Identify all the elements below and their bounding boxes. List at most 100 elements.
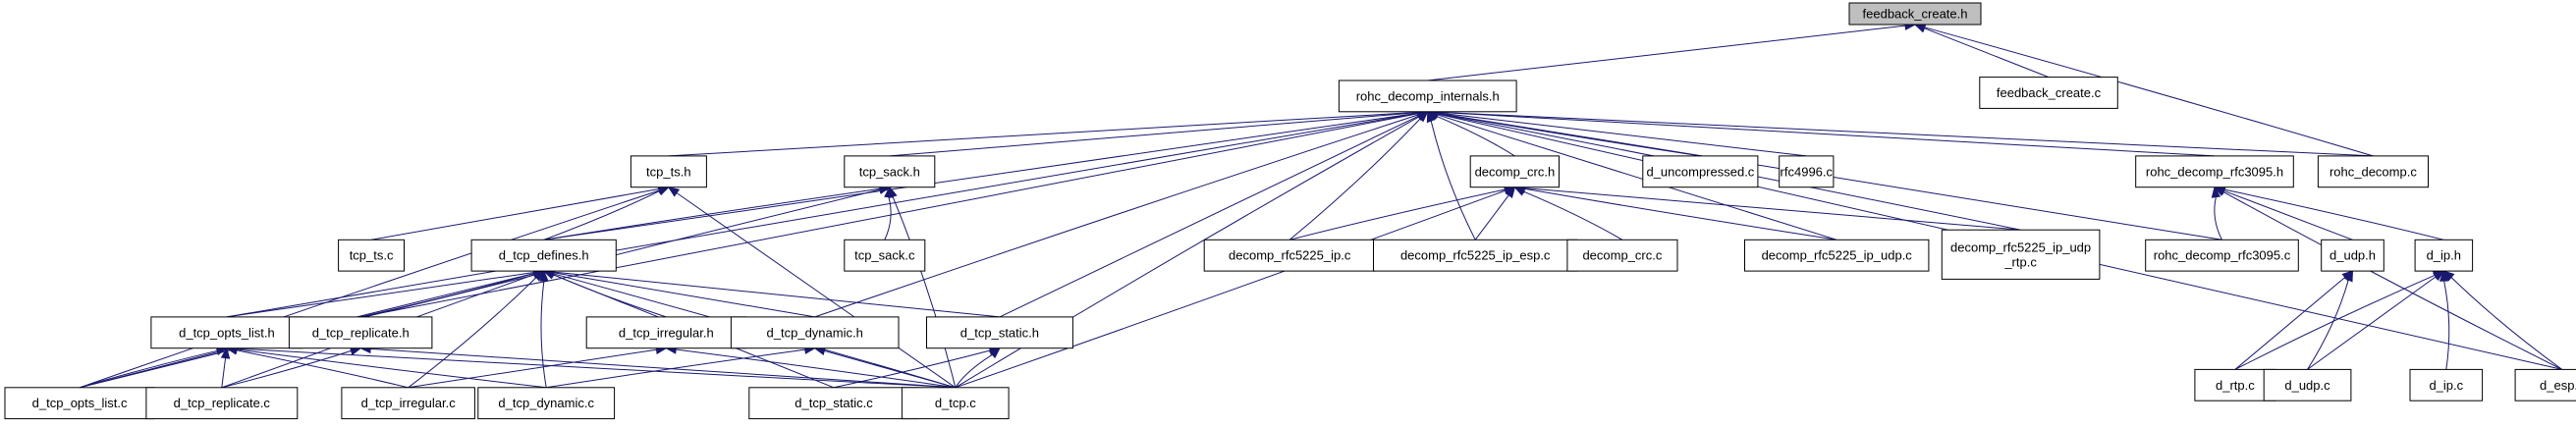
- node-box[interactable]: [341, 387, 475, 420]
- node-decomp-rfc5225-ip-udp-rtp-c[interactable]: decomp_rfc5225_ip_udp_rtp.c: [1941, 229, 2101, 280]
- edge-d_tcp_static_h-to-rohc_decomp_internals_h: [999, 115, 1419, 318]
- node-box[interactable]: [630, 155, 707, 188]
- edge-d_tcp_static_h-to-d_tcp_defines_h: [553, 271, 1000, 318]
- arrowhead-icon: [2433, 270, 2445, 282]
- node-box[interactable]: [2514, 368, 2576, 401]
- node-box[interactable]: [1744, 239, 1930, 272]
- node-rfc4996-c[interactable]: rfc4996.c: [1779, 155, 1835, 188]
- node-box[interactable]: [844, 239, 926, 272]
- node-rohc-decomp-rfc3095-h[interactable]: rohc_decomp_rfc3095.h: [2135, 155, 2294, 188]
- node-decomp-crc-h[interactable]: decomp_crc.h: [1469, 155, 1560, 188]
- node-box[interactable]: [2194, 368, 2276, 401]
- node-box[interactable]: [1566, 239, 1678, 272]
- node-box[interactable]: [338, 239, 406, 272]
- node-label: d_tcp_dynamic.c: [498, 396, 594, 410]
- node-box[interactable]: [2321, 239, 2384, 272]
- edge-decomp_crc_c-to-decomp_crc_h: [1523, 190, 1623, 240]
- node-box[interactable]: [1979, 77, 2118, 109]
- node-box[interactable]: [730, 316, 900, 349]
- node-box[interactable]: [1373, 239, 1578, 272]
- node-box[interactable]: [1779, 155, 1835, 188]
- node-box[interactable]: [2135, 155, 2294, 188]
- node-d-tcp-defines-h[interactable]: d_tcp_defines.h: [470, 239, 617, 272]
- node-box[interactable]: [1203, 239, 1376, 272]
- node-d-esp-c[interactable]: d_esp.c: [2514, 368, 2576, 401]
- node-label: d_tcp_opts_list.c: [32, 396, 128, 410]
- edge-d_tcp_irregular_c-to-d_tcp_opts_list_h: [236, 349, 409, 389]
- edge-d_tcp_opts_list_c-to-d_tcp_opts_list_h: [79, 349, 218, 389]
- node-box[interactable]: [748, 387, 919, 420]
- node-box[interactable]: [1848, 2, 1982, 26]
- node-label: rohc_decomp_rfc3095.c: [2154, 248, 2291, 263]
- edge-d_tcp_dynamic_h-to-d_tcp_defines_h: [553, 272, 815, 318]
- node-decomp-rfc5225-ip-udp-c[interactable]: decomp_rfc5225_ip_udp.c: [1744, 239, 1930, 272]
- node-decomp-rfc5225-ip-c[interactable]: decomp_rfc5225_ip.c: [1203, 239, 1376, 272]
- node-d-tcp-static-c[interactable]: d_tcp_static.c: [748, 387, 919, 420]
- edge-tcp_sack_c-to-tcp_sack_h: [884, 196, 892, 240]
- node-feedback-create-h[interactable]: feedback_create.h: [1848, 2, 1982, 26]
- node-d-tcp-static-h[interactable]: d_tcp_static.h: [926, 316, 1073, 349]
- node-box[interactable]: [288, 316, 433, 349]
- node-rohc-decomp-c[interactable]: rohc_decomp.c: [2317, 155, 2429, 188]
- nodes-layer: feedback_create.h rohc_decomp_internals.h…: [4, 2, 2576, 420]
- node-box[interactable]: [2409, 368, 2484, 401]
- node-d-tcp-replicate-c[interactable]: d_tcp_replicate.c: [145, 387, 299, 420]
- node-d-tcp-dynamic-h[interactable]: d_tcp_dynamic.h: [730, 316, 900, 349]
- node-d-rtp-c[interactable]: d_rtp.c: [2194, 368, 2276, 401]
- node-box[interactable]: [2317, 155, 2429, 188]
- node-box[interactable]: [1338, 80, 1517, 113]
- node-d-tcp-opts-list-c[interactable]: d_tcp_opts_list.c: [4, 387, 155, 420]
- node-feedback-create-c[interactable]: feedback_create.c: [1979, 77, 2118, 109]
- node-d-ip-c[interactable]: d_ip.c: [2409, 368, 2484, 401]
- node-tcp-sack-c[interactable]: tcp_sack.c: [844, 239, 926, 272]
- node-box[interactable]: [2145, 239, 2299, 272]
- node-label: decomp_crc.h: [1475, 164, 1556, 179]
- edge-tcp_sack_h-to-rohc_decomp_internals_h: [889, 112, 1418, 157]
- node-box[interactable]: [585, 316, 747, 349]
- arrowhead-icon: [532, 270, 545, 282]
- edge-d_tcp_static_c-to-d_tcp_static_h: [833, 349, 991, 389]
- node-label: feedback_create.c: [1997, 85, 2102, 100]
- node-d-tcp-irregular-c[interactable]: d_tcp_irregular.c: [341, 387, 475, 420]
- edge-d_tcp_irregular_c-to-d_tcp_defines_h: [408, 277, 537, 389]
- node-box[interactable]: [477, 387, 616, 420]
- node-box[interactable]: [1642, 155, 1759, 188]
- edge-rohc_decomp_internals_h-to-feedback_create_h: [1427, 25, 1906, 81]
- node-tcp-sack-h[interactable]: tcp_sack.h: [844, 155, 936, 188]
- node-d-uncompressed-c[interactable]: d_uncompressed.c: [1642, 155, 1759, 188]
- node-label: d_uncompressed.c: [1646, 164, 1754, 179]
- node-box[interactable]: [844, 155, 936, 188]
- node-tcp-ts-c[interactable]: tcp_ts.c: [338, 239, 406, 272]
- node-box[interactable]: [926, 316, 1073, 349]
- node-label: decomp_rfc5225_ip_udp.c: [1762, 248, 1913, 263]
- node-decomp-rfc5225-ip-esp-c[interactable]: decomp_rfc5225_ip_esp.c: [1373, 239, 1578, 272]
- edge-d_tcp_replicate_c-to-d_tcp_replicate_h: [221, 349, 352, 389]
- node-box[interactable]: [2263, 368, 2352, 401]
- node-label: d_tcp_irregular.c: [361, 396, 457, 410]
- arrowhead-icon: [1416, 111, 1429, 122]
- node-decomp-crc-c[interactable]: decomp_crc.c: [1566, 239, 1678, 272]
- node-box[interactable]: [1469, 155, 1560, 188]
- node-d-tcp-opts-list-h[interactable]: d_tcp_opts_list.h: [150, 316, 303, 349]
- node-rohc-decomp-internals-h[interactable]: rohc_decomp_internals.h: [1338, 80, 1517, 113]
- node-label: d_tcp_static.h: [960, 325, 1039, 340]
- node-d-tcp-replicate-h[interactable]: d_tcp_replicate.h: [288, 316, 433, 349]
- edge-d_tcp_replicate_h-to-rohc_decomp_internals_h: [360, 113, 1418, 318]
- node-box[interactable]: [901, 387, 1010, 420]
- node-d-tcp-dynamic-c[interactable]: d_tcp_dynamic.c: [477, 387, 616, 420]
- node-d-udp-c[interactable]: d_udp.c: [2263, 368, 2352, 401]
- node-d-tcp-irregular-h[interactable]: d_tcp_irregular.h: [585, 316, 747, 349]
- node-box[interactable]: [145, 387, 299, 420]
- node-box[interactable]: [470, 239, 617, 272]
- node-rohc-decomp-rfc3095-c[interactable]: rohc_decomp_rfc3095.c: [2145, 239, 2299, 272]
- node-tcp-ts-h[interactable]: tcp_ts.h: [630, 155, 707, 188]
- node-label: tcp_ts.c: [350, 248, 394, 263]
- node-label: rohc_decomp_rfc3095.h: [2146, 164, 2283, 179]
- node-d-tcp-c[interactable]: d_tcp.c: [901, 387, 1010, 420]
- node-box[interactable]: [2414, 239, 2474, 272]
- node-label: d_tcp_replicate.c: [174, 396, 271, 410]
- node-box[interactable]: [4, 387, 155, 420]
- node-d-udp-h[interactable]: d_udp.h: [2321, 239, 2384, 272]
- node-box[interactable]: [1941, 229, 2101, 280]
- node-d-ip-h[interactable]: d_ip.h: [2414, 239, 2474, 272]
